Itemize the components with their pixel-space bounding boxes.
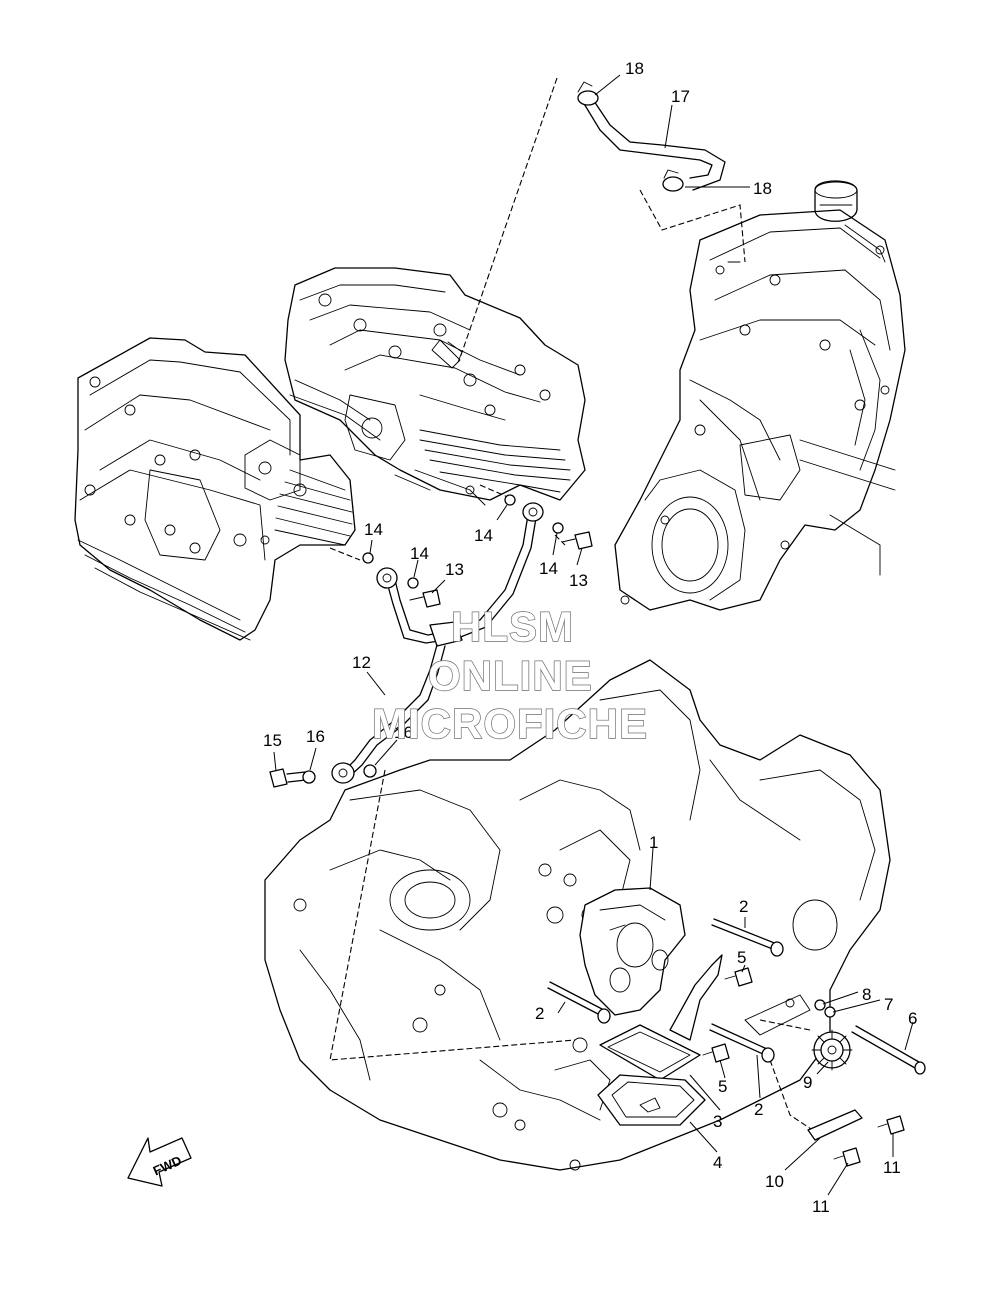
watermark-line-1: HLSM xyxy=(451,603,574,650)
callout-15: 15 xyxy=(263,731,282,750)
leader-lines xyxy=(273,74,914,1196)
front-cylinder-head xyxy=(284,267,586,506)
callout-16-b: 16 xyxy=(394,723,413,742)
callout-11-a: 11 xyxy=(883,1158,901,1177)
callout-11-b: 11 xyxy=(812,1197,830,1216)
callout-14-d: 14 xyxy=(539,559,558,578)
callout-2-c: 2 xyxy=(754,1100,763,1119)
callout-1: 1 xyxy=(649,833,658,852)
callout-17: 17 xyxy=(671,87,690,106)
callout-9: 9 xyxy=(803,1073,812,1092)
watermark-line-2: ONLINE xyxy=(428,652,593,699)
callout-18-lower: 18 xyxy=(753,179,772,198)
callout-7: 7 xyxy=(884,995,893,1014)
callout-2-a: 2 xyxy=(739,897,748,916)
callout-labels: 18 17 18 14 14 13 14 14 13 12 15 16 16 1… xyxy=(263,59,917,1216)
callout-5-a: 5 xyxy=(737,948,746,967)
callout-12: 12 xyxy=(352,653,371,672)
callout-14-a: 14 xyxy=(364,520,383,539)
fwd-direction-arrow: FWD xyxy=(127,1137,192,1187)
alignment-lines xyxy=(329,77,821,1136)
rear-cylinder-head xyxy=(74,337,356,641)
callout-6: 6 xyxy=(908,1009,917,1028)
callout-3: 3 xyxy=(713,1112,722,1131)
callout-14-b: 14 xyxy=(410,544,429,563)
crankcase xyxy=(264,659,891,1171)
callout-13-a: 13 xyxy=(445,560,464,579)
breather-hose xyxy=(577,81,726,192)
watermark: HLSM ONLINE MICROFICHE xyxy=(371,602,648,747)
oil-pump-assembly xyxy=(547,887,926,1167)
crankcase-cover xyxy=(614,180,906,611)
callout-5-b: 5 xyxy=(718,1077,727,1096)
callout-13-b: 13 xyxy=(569,571,588,590)
callout-8: 8 xyxy=(862,985,871,1004)
small-hardware xyxy=(269,261,741,788)
callout-4: 4 xyxy=(713,1153,722,1172)
oil-delivery-pipe xyxy=(331,502,544,784)
callout-18-upper: 18 xyxy=(625,59,644,78)
callout-14-c: 14 xyxy=(474,526,493,545)
callout-16-a: 16 xyxy=(306,727,325,746)
callout-2-b: 2 xyxy=(535,1004,544,1023)
callout-10: 10 xyxy=(765,1172,784,1191)
watermark-line-3: MICROFICHE xyxy=(372,700,648,747)
